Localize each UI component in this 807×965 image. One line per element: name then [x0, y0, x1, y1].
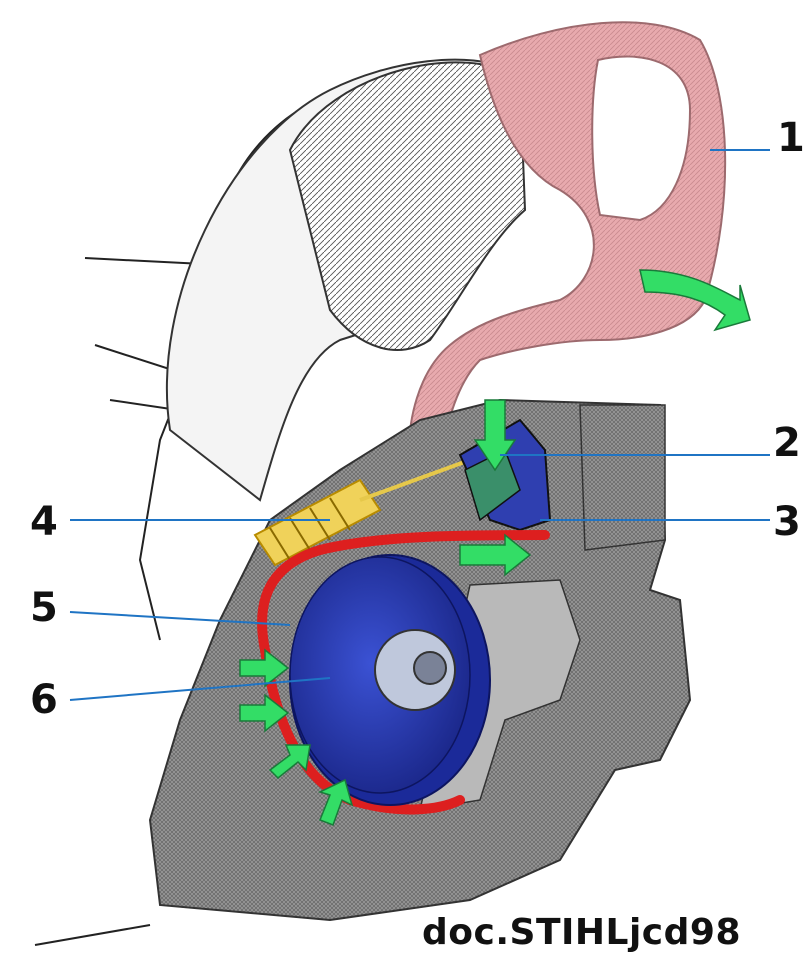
callout-6: 6 [30, 680, 58, 720]
callout-2: 2 [773, 423, 801, 463]
callout-1: 1 [777, 118, 805, 158]
source-credit: doc.STIHLjcd98 [422, 912, 741, 953]
callout-5: 5 [30, 588, 58, 628]
clutch-drum [290, 555, 490, 805]
callout-3: 3 [773, 502, 801, 542]
callout-4: 4 [30, 502, 58, 542]
